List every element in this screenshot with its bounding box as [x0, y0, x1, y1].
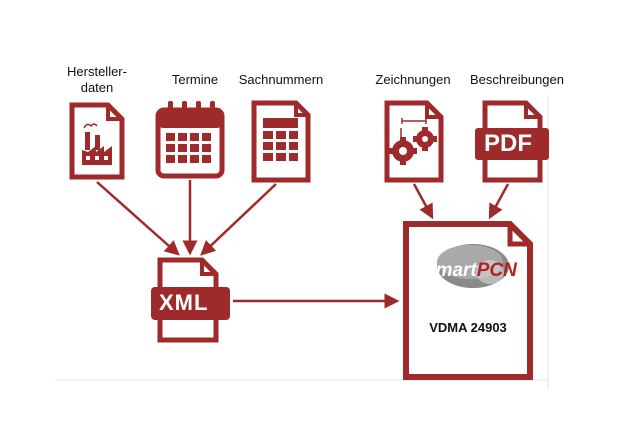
smartpcn-logo-pcn: PCN: [476, 260, 517, 281]
pdf-label: PDF: [484, 130, 532, 157]
label-sachnummern: Sachnummern: [238, 72, 324, 87]
label-herstellerdaten-line1: Hersteller-: [67, 64, 127, 79]
gears-drawing-icon: [384, 100, 444, 183]
smartpcn-document: [403, 221, 533, 380]
label-herstellerdaten: Hersteller- daten: [62, 64, 132, 96]
smartpcn-logo-smart: smart: [425, 260, 477, 281]
xml-document-icon: [151, 257, 230, 343]
label-herstellerdaten-line2: daten: [80, 80, 114, 95]
pdf-document-icon: [475, 100, 549, 183]
smartpcn-logo: smartPCN: [425, 260, 517, 282]
table-document-icon: [251, 100, 311, 183]
connector-arrows: [96, 180, 510, 309]
arrow-zeichnungen-to-smartpcn: [412, 183, 434, 220]
factory-icon: [69, 102, 125, 180]
label-beschreibungen: Beschreibungen: [470, 72, 564, 87]
calendar-icon: [155, 101, 225, 179]
arrow-beschreibungen-to-smartpcn: [488, 183, 510, 220]
standard-label: VDMA 24903: [429, 320, 507, 335]
xml-label: XML: [159, 290, 209, 315]
arrow-sachnummern-to-xml: [200, 183, 277, 256]
arrow-herstellerdaten-to-xml: [96, 181, 180, 256]
label-zeichnungen: Zeichnungen: [375, 72, 451, 87]
label-termine: Termine: [171, 72, 219, 87]
